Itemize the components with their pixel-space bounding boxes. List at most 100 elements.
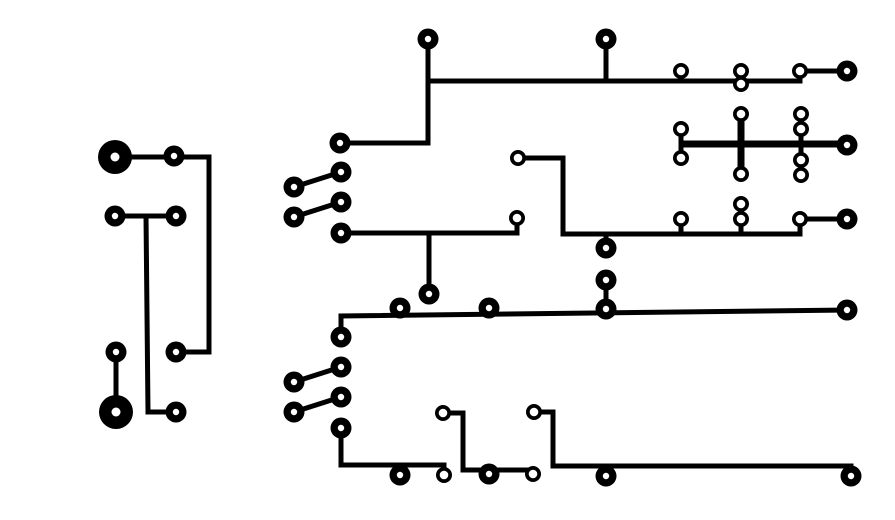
pad-drill-hole [676, 214, 686, 224]
pad-drill-hole [513, 153, 523, 163]
pad [595, 269, 617, 291]
pad [526, 404, 542, 420]
pad [330, 386, 352, 408]
pad [330, 326, 352, 348]
pad-drill-hole [602, 244, 610, 252]
pad-drill-hole [528, 469, 538, 479]
pad-drill-hole [396, 304, 404, 312]
pad-drill-hole [602, 35, 610, 43]
pad-drill-hole [843, 67, 851, 75]
pad [330, 222, 352, 244]
trace-bottom-right [531, 409, 854, 469]
pad-drill-hole [736, 199, 746, 209]
pad-drill-hole [337, 424, 345, 432]
pad-drill-hole [485, 304, 493, 312]
pad [595, 465, 617, 487]
pad-drill-hole [172, 408, 180, 416]
pad [509, 210, 525, 226]
pad-drill-hole [337, 198, 345, 206]
pad [733, 63, 749, 79]
upper-section-traces [290, 36, 850, 297]
pad [733, 106, 749, 122]
pad [389, 464, 411, 486]
pad [733, 76, 749, 92]
pad-drill-hole [602, 276, 610, 284]
pad [165, 205, 187, 227]
trace-bottom-mid [440, 410, 536, 473]
pad [283, 401, 305, 423]
pad-drill-hole [843, 306, 851, 314]
pad [418, 283, 440, 305]
pad-drill-hole [602, 305, 610, 313]
pad-drill-hole [843, 141, 851, 149]
pad [330, 356, 352, 378]
pad-drill-hole [290, 213, 298, 221]
pad-drill-hole [424, 35, 432, 43]
pad-drill-hole [485, 470, 493, 478]
pad-drill-hole [336, 139, 344, 147]
pad [510, 150, 526, 166]
pad-drill-hole [290, 183, 298, 191]
pad-drill-hole [290, 378, 298, 386]
pad [673, 121, 689, 137]
pad-drill-hole [736, 109, 746, 119]
pad-drill-hole [796, 109, 806, 119]
pad [836, 60, 858, 82]
pad [595, 28, 617, 50]
pad-drill-hole [290, 408, 298, 416]
pad [793, 121, 809, 137]
pad [104, 205, 126, 227]
pad [525, 466, 541, 482]
pad-drill-hole [337, 363, 345, 371]
trace-lower-bus [338, 307, 850, 340]
pad-drill-hole [736, 66, 746, 76]
pad-drill-hole [112, 348, 120, 356]
pad-drill-hole [172, 212, 180, 220]
pad [595, 298, 617, 320]
pad [436, 467, 452, 483]
pad [98, 140, 132, 174]
pad-drill-hole [111, 407, 121, 417]
pad-drill-hole [795, 214, 805, 224]
pad [840, 465, 862, 487]
pad [673, 211, 689, 227]
pad-drill-hole [111, 212, 119, 220]
pad-drill-hole [676, 124, 686, 134]
pad-drill-hole [796, 124, 806, 134]
pad [165, 341, 187, 363]
pad-drill-hole [170, 152, 178, 160]
pad [733, 166, 749, 182]
pad-drill-hole [110, 152, 120, 162]
pad [389, 297, 411, 319]
pad [165, 401, 187, 423]
pad-drill-hole [172, 348, 180, 356]
pad-drill-hole [425, 290, 433, 298]
pad-drill-hole [796, 155, 806, 165]
pad [417, 28, 439, 50]
pad-drill-hole [736, 79, 746, 89]
pad-drill-hole [843, 215, 851, 223]
pad [836, 134, 858, 156]
pad-drill-hole [337, 393, 345, 401]
pad [478, 297, 500, 319]
trace-left-vertical [143, 213, 179, 415]
pad [673, 63, 689, 79]
pad [733, 196, 749, 212]
pad [793, 152, 809, 168]
pads [98, 28, 862, 487]
pad-drill-hole [676, 153, 686, 163]
pad-drill-hole [396, 471, 404, 479]
pad-drill-hole [529, 407, 539, 417]
pad [595, 237, 617, 259]
trace-left-loop [112, 154, 212, 355]
pad [330, 161, 352, 183]
pad [330, 417, 352, 439]
pad-drill-hole [795, 66, 805, 76]
pad-drill-hole [847, 472, 855, 480]
pad [283, 176, 305, 198]
trace-bottom-left [338, 425, 447, 468]
pad [329, 132, 351, 154]
pad [283, 371, 305, 393]
pad [478, 463, 500, 485]
